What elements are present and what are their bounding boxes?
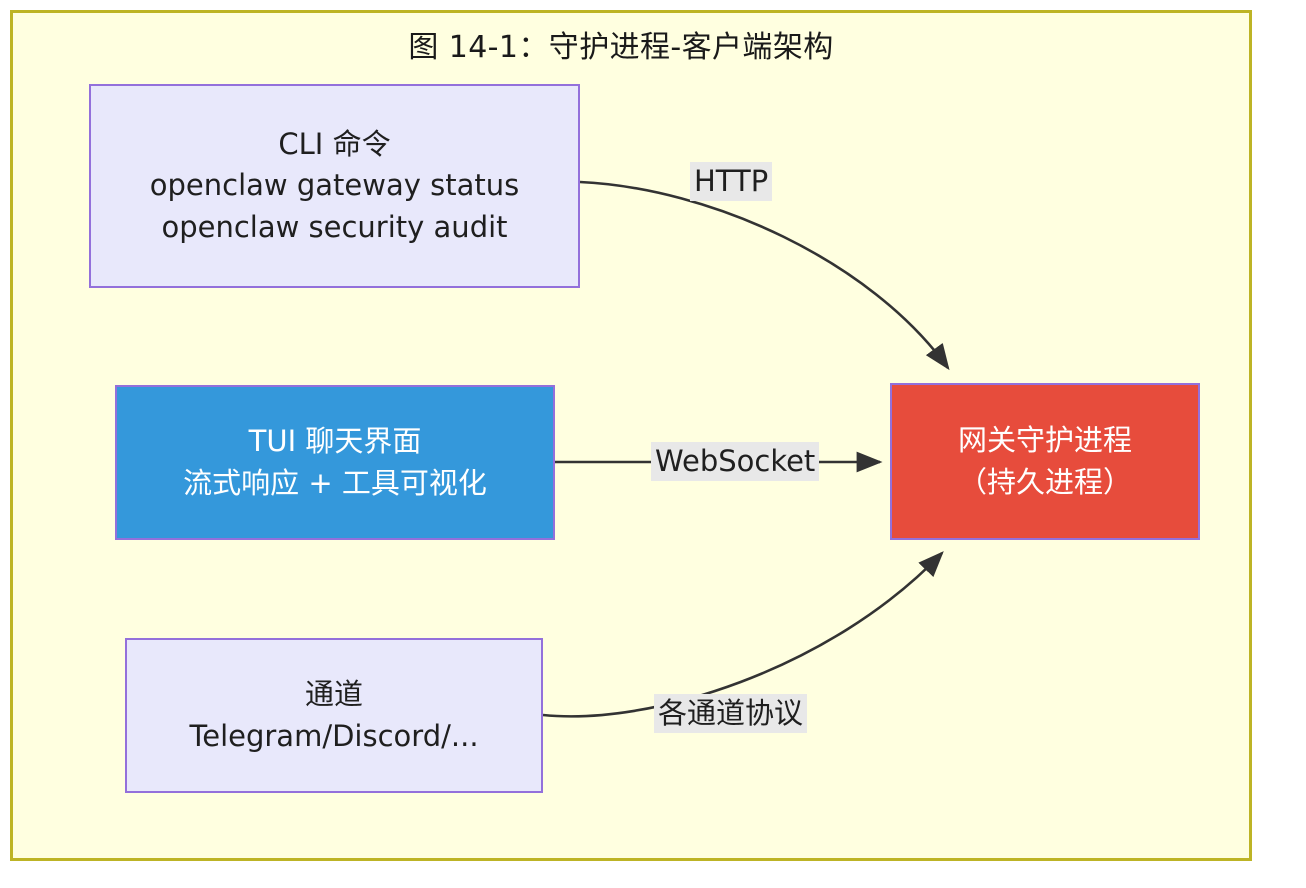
node-gateway-daemon[interactable]: 网关守护进程 （持久进程）: [890, 383, 1200, 540]
edge-label-websocket: WebSocket: [651, 442, 820, 482]
node-cli-line-2: openclaw gateway status: [149, 168, 520, 203]
node-tui-line-2: 流式响应 + 工具可视化: [183, 465, 487, 500]
node-channel-line-1: 通道: [304, 677, 363, 712]
node-daemon-line-1: 网关守护进程: [957, 423, 1132, 458]
edge-label-channel-protocol: 各通道协议: [654, 694, 808, 734]
node-tui-line-1: TUI 聊天界面: [248, 424, 422, 459]
node-channels[interactable]: 通道 Telegram/Discord/...: [125, 638, 543, 793]
node-tui-chat-ui[interactable]: TUI 聊天界面 流式响应 + 工具可视化: [115, 385, 555, 540]
node-cli-line-3: openclaw security audit: [161, 209, 508, 244]
node-daemon-line-2: （持久进程）: [957, 464, 1132, 499]
node-channel-line-2: Telegram/Discord/...: [189, 718, 479, 753]
node-cli-commands[interactable]: CLI 命令 openclaw gateway status openclaw …: [89, 84, 580, 288]
edge-label-http: HTTP: [690, 162, 773, 202]
diagram-title: 图 14-1：守护进程-客户端架构: [408, 30, 834, 65]
node-cli-line-1: CLI 命令: [278, 127, 391, 162]
